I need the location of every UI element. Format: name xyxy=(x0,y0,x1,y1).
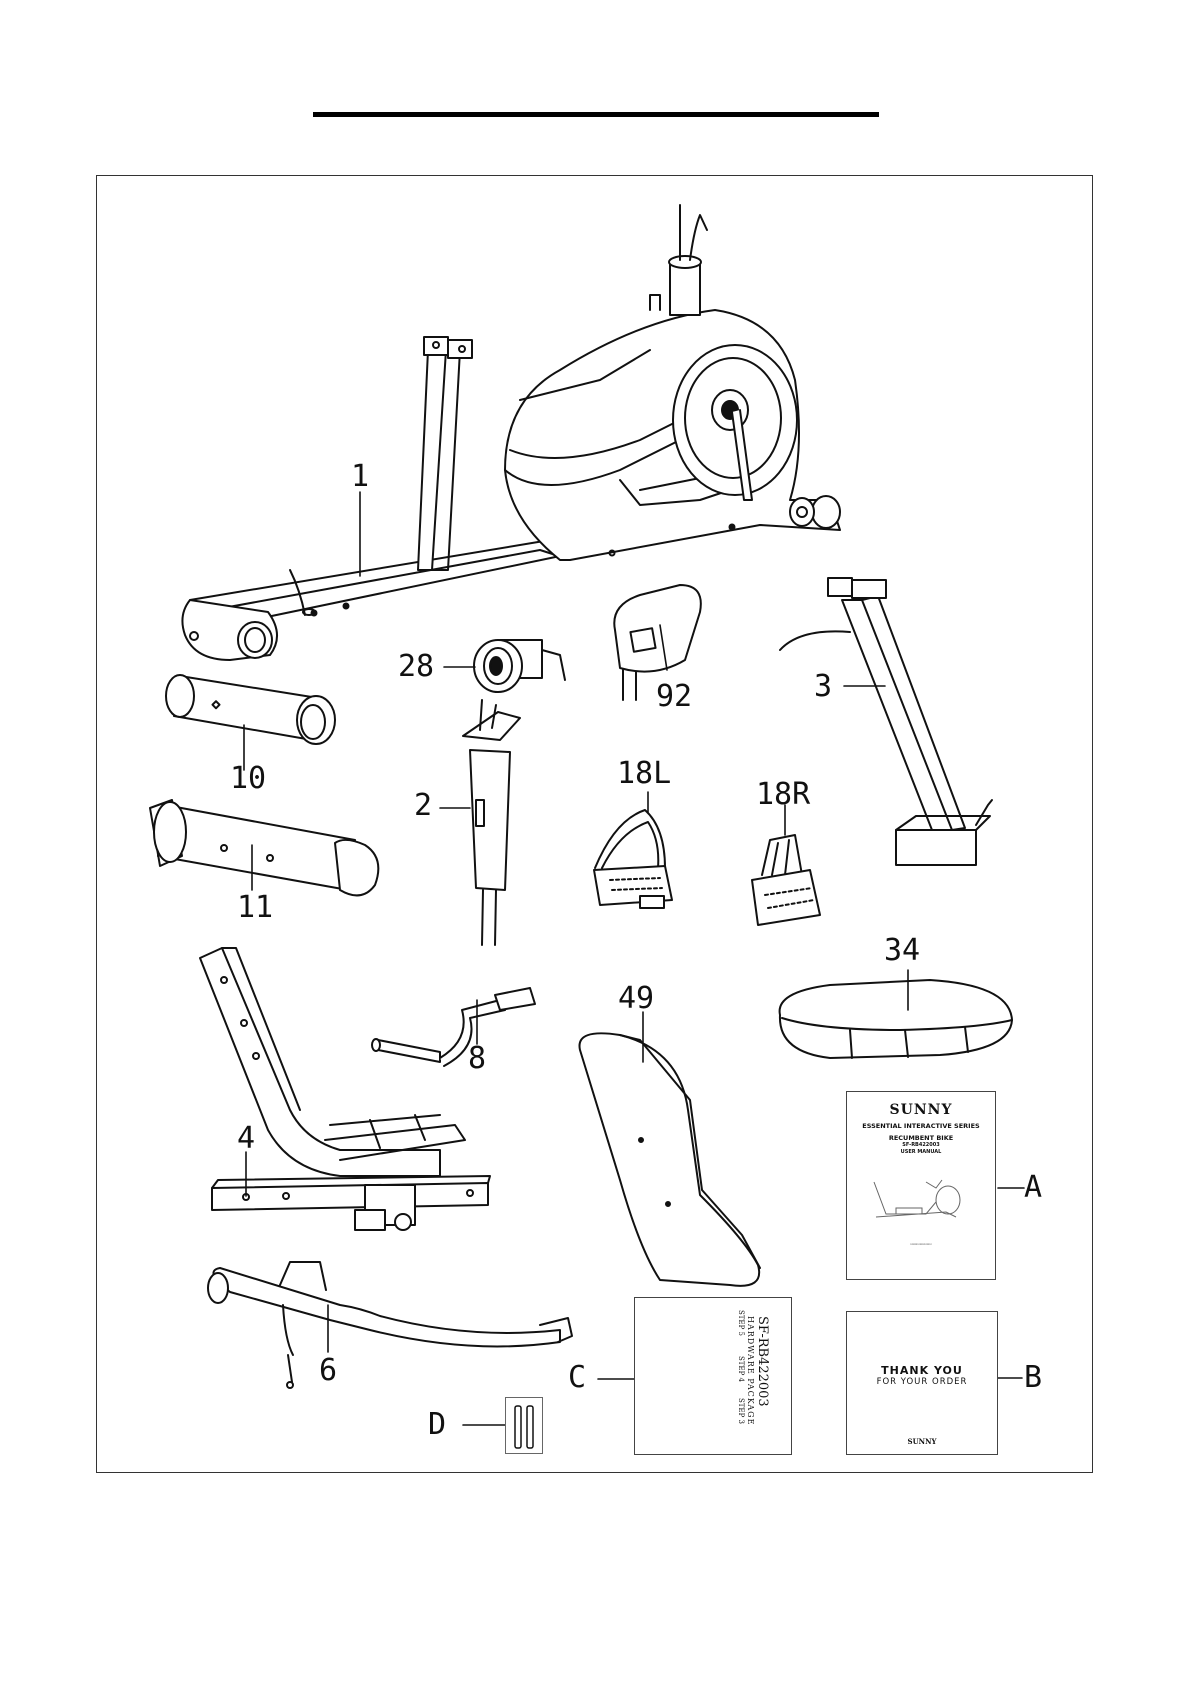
seat-frame-part xyxy=(200,948,490,1230)
manual-bike-thumbnail xyxy=(866,1162,976,1232)
manual-subtitle: USER MANUAL xyxy=(847,1149,995,1156)
label-part-c: C xyxy=(568,1363,586,1393)
front-stabilizer-part xyxy=(150,800,378,895)
left-pedal-part xyxy=(594,810,672,908)
thank-you-card: THANK YOU FOR YOUR ORDER SUNNY xyxy=(846,1311,998,1455)
manual-fine-print: ▫▫▫▫▫▫▫▫▫ xyxy=(853,1242,989,1247)
label-part-34: 34 xyxy=(884,936,920,966)
small-parts-box xyxy=(505,1397,543,1454)
backrest-part xyxy=(580,1033,761,1286)
hardware-step-3: STEP 3 xyxy=(737,1398,745,1424)
right-pedal-part xyxy=(752,835,820,925)
hardware-package-header: SF-RB422003 HARDWARE PACKAGE xyxy=(746,1316,770,1425)
seat-post-tube-part xyxy=(463,700,520,945)
handlebar-part xyxy=(208,1262,572,1388)
manual-series-title: ESSENTIAL INTERACTIVE SERIES xyxy=(847,1122,995,1130)
hardware-package-title: HARDWARE PACKAGE xyxy=(746,1316,755,1425)
rear-stabilizer-part xyxy=(166,675,335,744)
thank-you-subtitle: FOR YOUR ORDER xyxy=(847,1377,997,1387)
crank-arm-part xyxy=(372,988,535,1066)
label-part-2: 2 xyxy=(414,791,432,821)
label-part-28: 28 xyxy=(398,652,434,682)
label-part-18l: 18L xyxy=(617,759,671,789)
label-part-10: 10 xyxy=(230,764,266,794)
thank-you-title: THANK YOU xyxy=(847,1364,997,1377)
hardware-model: SF-RB422003 xyxy=(755,1316,770,1425)
hardware-step-5: STEP 5 xyxy=(737,1310,745,1336)
label-part-6: 6 xyxy=(319,1356,337,1386)
label-part-18r: 18R xyxy=(756,780,810,810)
label-part-92: 92 xyxy=(656,682,692,712)
label-part-a: A xyxy=(1024,1173,1042,1203)
manual-brand-logo: SUNNY xyxy=(847,1102,995,1118)
hardware-step-4: STEP 4 xyxy=(737,1356,745,1382)
label-part-4: 4 xyxy=(237,1124,255,1154)
label-part-d: D xyxy=(428,1410,446,1440)
label-part-b: B xyxy=(1024,1363,1042,1393)
label-part-1: 1 xyxy=(351,462,369,492)
label-part-3: 3 xyxy=(814,672,832,702)
seat-cushion-part xyxy=(780,980,1012,1058)
label-part-8: 8 xyxy=(468,1044,486,1074)
hardware-package-card: SF-RB422003 HARDWARE PACKAGE STEP 5 STEP… xyxy=(634,1297,792,1455)
manual-product-title: RECUMBENT BIKE xyxy=(847,1134,995,1142)
label-part-49: 49 xyxy=(618,984,654,1014)
user-manual-sheet: SUNNY ESSENTIAL INTERACTIVE SERIES RECUM… xyxy=(846,1091,996,1280)
tension-knob-part xyxy=(474,640,565,692)
main-frame-part xyxy=(182,205,840,660)
manual-model: SF-RB422003 xyxy=(847,1142,995,1149)
thank-you-brand-logo: SUNNY xyxy=(847,1437,997,1446)
front-post-part xyxy=(780,578,992,865)
label-part-11: 11 xyxy=(237,893,273,923)
